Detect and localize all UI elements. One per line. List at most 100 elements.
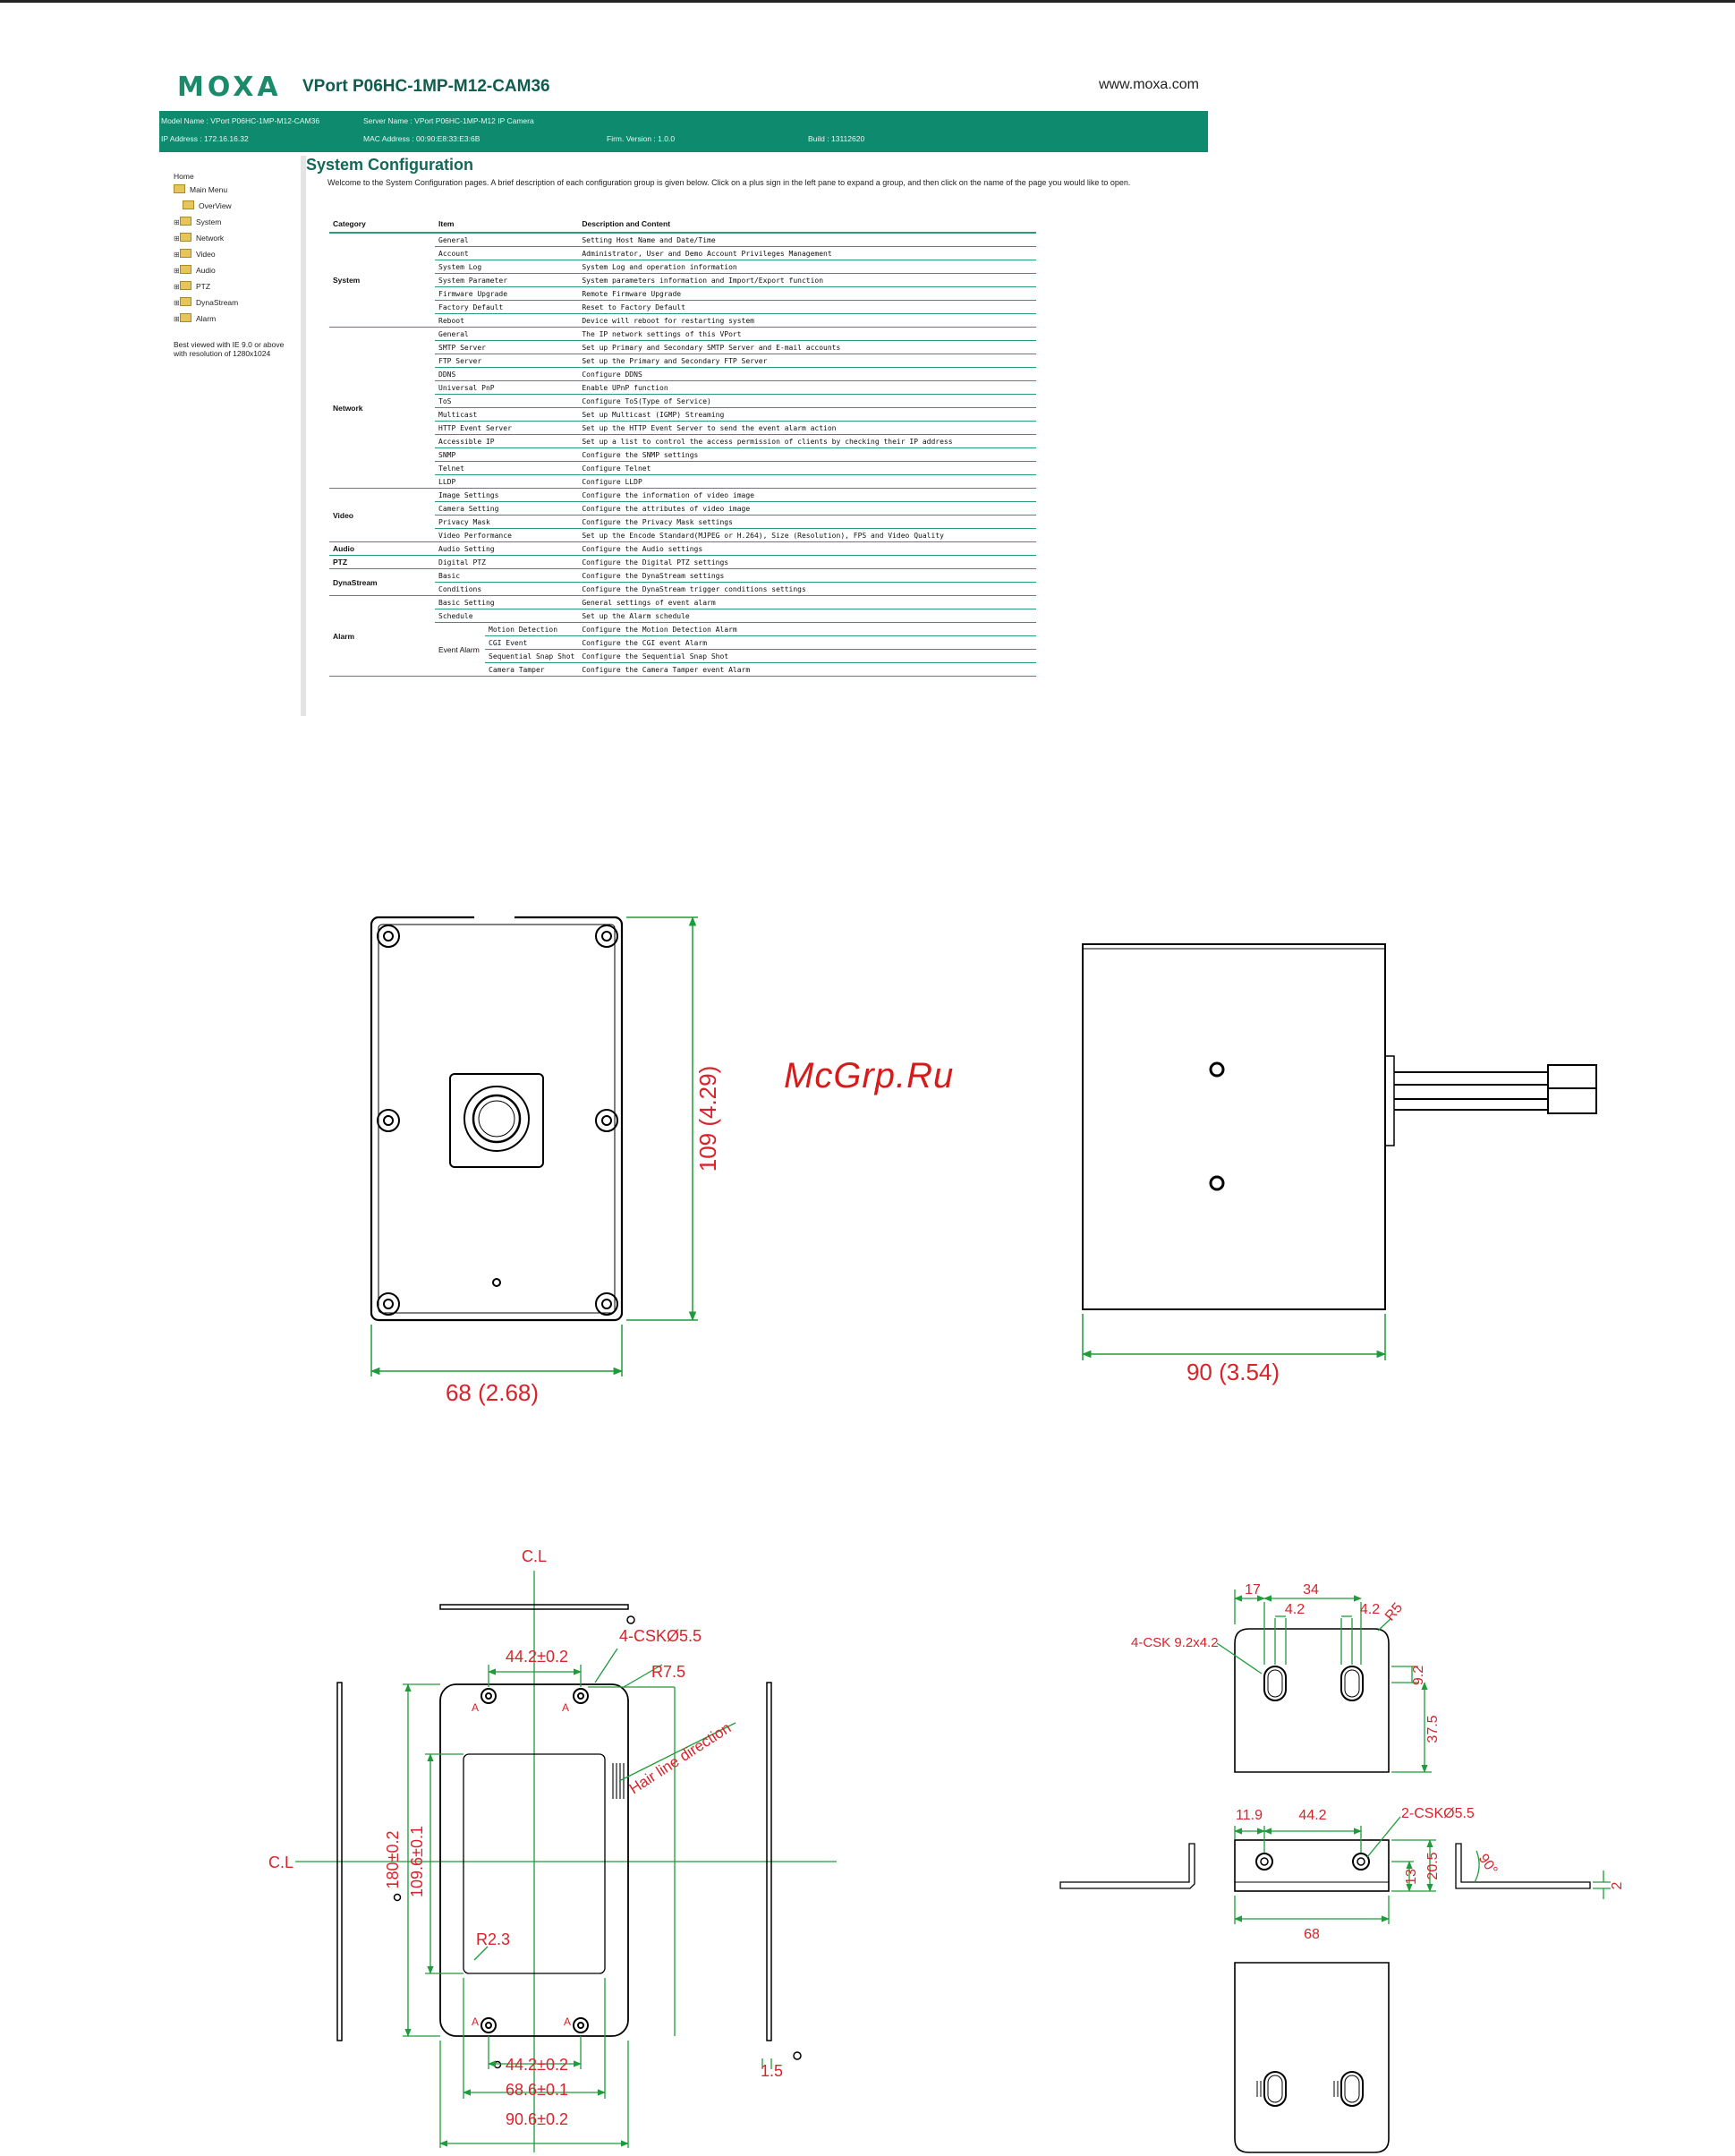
description-cell: General settings of event alarm: [578, 595, 1036, 609]
browser-note: Best viewed with IE 9.0 or above with re…: [174, 340, 285, 358]
cl-left-label: C.L: [268, 1853, 293, 1871]
item-cell[interactable]: Video Performance: [435, 528, 579, 542]
item-cell[interactable]: Privacy Mask: [435, 515, 579, 529]
item-cell[interactable]: Schedule: [435, 609, 579, 623]
item-cell[interactable]: Motion Detection: [485, 622, 579, 636]
item-cell[interactable]: ToS: [435, 394, 579, 408]
description-cell: Administrator, User and Demo Account Pri…: [578, 246, 1036, 260]
item-cell[interactable]: LLDP: [435, 474, 579, 489]
sidebar-home[interactable]: Home: [174, 172, 194, 181]
ip-address: IP Address : 172.16.16.32: [161, 134, 249, 143]
sidebar-item-alarm[interactable]: ⊞Alarm: [174, 313, 217, 323]
header-description: Description and Content: [578, 215, 1036, 234]
item-cell[interactable]: Basic: [435, 568, 579, 583]
description-cell: Set up Multicast (IGMP) Streaming: [578, 407, 1036, 422]
top-rule: [0, 0, 1735, 3]
moxa-logo: MOXA: [177, 72, 282, 103]
sidebar-item-system[interactable]: ⊞System: [174, 217, 222, 226]
item-cell[interactable]: Universal PnP: [435, 380, 579, 395]
plus-icon[interactable]: ⊞: [174, 299, 180, 307]
description-cell: Configure the Sequential Snap Shot: [578, 649, 1036, 663]
plus-icon[interactable]: ⊞: [174, 218, 180, 226]
description-cell: Configure the Camera Tamper event Alarm: [578, 662, 1036, 677]
description-cell: Set up the Primary and Secondary FTP Ser…: [578, 354, 1036, 368]
item-cell[interactable]: Multicast: [435, 407, 579, 422]
bracket-68: 68: [1304, 1927, 1320, 1942]
sidebar-item-ptz[interactable]: ⊞PTZ: [174, 281, 211, 291]
item-cell[interactable]: System Parameter: [435, 273, 579, 287]
category-video: Video: [329, 488, 435, 542]
item-cell[interactable]: Digital PTZ: [435, 555, 579, 569]
item-cell[interactable]: Basic Setting: [435, 595, 579, 609]
thickness-label: 1.5: [761, 2062, 783, 2080]
plus-icon[interactable]: ⊞: [174, 315, 180, 323]
web-ui-screenshot: MOXA VPort P06HC-1MP-M12-CAM36 www.moxa.…: [159, 63, 1208, 716]
item-cell[interactable]: CGI Event: [485, 635, 579, 650]
item-cell[interactable]: General: [435, 233, 579, 247]
bracket-2: 2: [1610, 1881, 1625, 1889]
description-cell: Set up the Encode Standard(MJPEG or H.26…: [578, 528, 1036, 542]
bracket-11-9: 11.9: [1236, 1808, 1263, 1823]
plus-icon[interactable]: ⊞: [174, 251, 180, 259]
item-cell[interactable]: Firmware Upgrade: [435, 286, 579, 301]
hole-mark: A: [564, 2015, 571, 2028]
header-item: Item: [435, 215, 579, 234]
description-cell: Configure Telnet: [578, 461, 1036, 475]
mac-address: MAC Address : 00:90:E8:33:E3:6B: [363, 134, 481, 143]
plus-icon[interactable]: ⊞: [174, 267, 180, 275]
sidebar-item-network[interactable]: ⊞Network: [174, 233, 225, 243]
item-cell[interactable]: Camera Setting: [435, 501, 579, 516]
item-cell[interactable]: Conditions: [435, 582, 579, 596]
description-cell: Remote Firmware Upgrade: [578, 286, 1036, 301]
item-cell[interactable]: Factory Default: [435, 300, 579, 314]
description-cell: Configure the Audio settings: [578, 541, 1036, 556]
side-depth-label: 90 (3.54): [1186, 1359, 1280, 1385]
header-category: Category: [329, 215, 435, 234]
item-cell[interactable]: DDNS: [435, 367, 579, 381]
folder-icon: [180, 233, 191, 242]
hole-pitch-bottom-label: 44.2±0.2: [506, 2056, 568, 2074]
page-title: System Configuration: [306, 156, 474, 174]
width-outer-label: 90.6±0.2: [506, 2110, 568, 2128]
front-height-label: 109 (4.29): [694, 1066, 721, 1172]
category-event-alarm: Event Alarm: [435, 622, 485, 677]
sidebar-item-audio[interactable]: ⊞Audio: [174, 265, 216, 275]
csk-label: 4-CSKØ5.5: [619, 1627, 702, 1645]
hole-mark: A: [472, 1701, 479, 1714]
item-cell[interactable]: Camera Tamper: [485, 662, 579, 677]
item-cell[interactable]: Account: [435, 246, 579, 260]
item-cell[interactable]: SMTP Server: [435, 340, 579, 354]
item-cell[interactable]: System Log: [435, 260, 579, 274]
item-cell[interactable]: SNMP: [435, 447, 579, 462]
sidebar-item-overview[interactable]: OverView: [183, 200, 232, 210]
bracket-4-2b: 4.2: [1360, 1602, 1380, 1617]
item-cell[interactable]: HTTP Event Server: [435, 421, 579, 435]
plus-icon[interactable]: ⊞: [174, 283, 180, 291]
website-link[interactable]: www.moxa.com: [1098, 77, 1199, 92]
item-cell[interactable]: Accessible IP: [435, 434, 579, 448]
item-cell[interactable]: Audio Setting: [435, 541, 579, 556]
item-cell[interactable]: Telnet: [435, 461, 579, 475]
plus-icon[interactable]: ⊞: [174, 234, 180, 243]
item-cell[interactable]: General: [435, 327, 579, 341]
sidebar-item-video[interactable]: ⊞Video: [174, 249, 216, 259]
sidebar-item-dynastream[interactable]: ⊞DynaStream: [174, 297, 239, 307]
front-width-label: 68 (2.68): [446, 1379, 539, 1406]
sidebar-main-menu[interactable]: Main Menu: [174, 184, 227, 194]
folder-icon: [174, 184, 185, 193]
bracket-13: 13: [1404, 1869, 1419, 1885]
description-cell: Enable UPnP function: [578, 380, 1036, 395]
item-cell[interactable]: FTP Server: [435, 354, 579, 368]
item-cell[interactable]: Image Settings: [435, 488, 579, 502]
item-cell[interactable]: Sequential Snap Shot: [485, 649, 579, 663]
item-cell[interactable]: Reboot: [435, 313, 579, 328]
mounting-plate: [295, 1571, 837, 2152]
